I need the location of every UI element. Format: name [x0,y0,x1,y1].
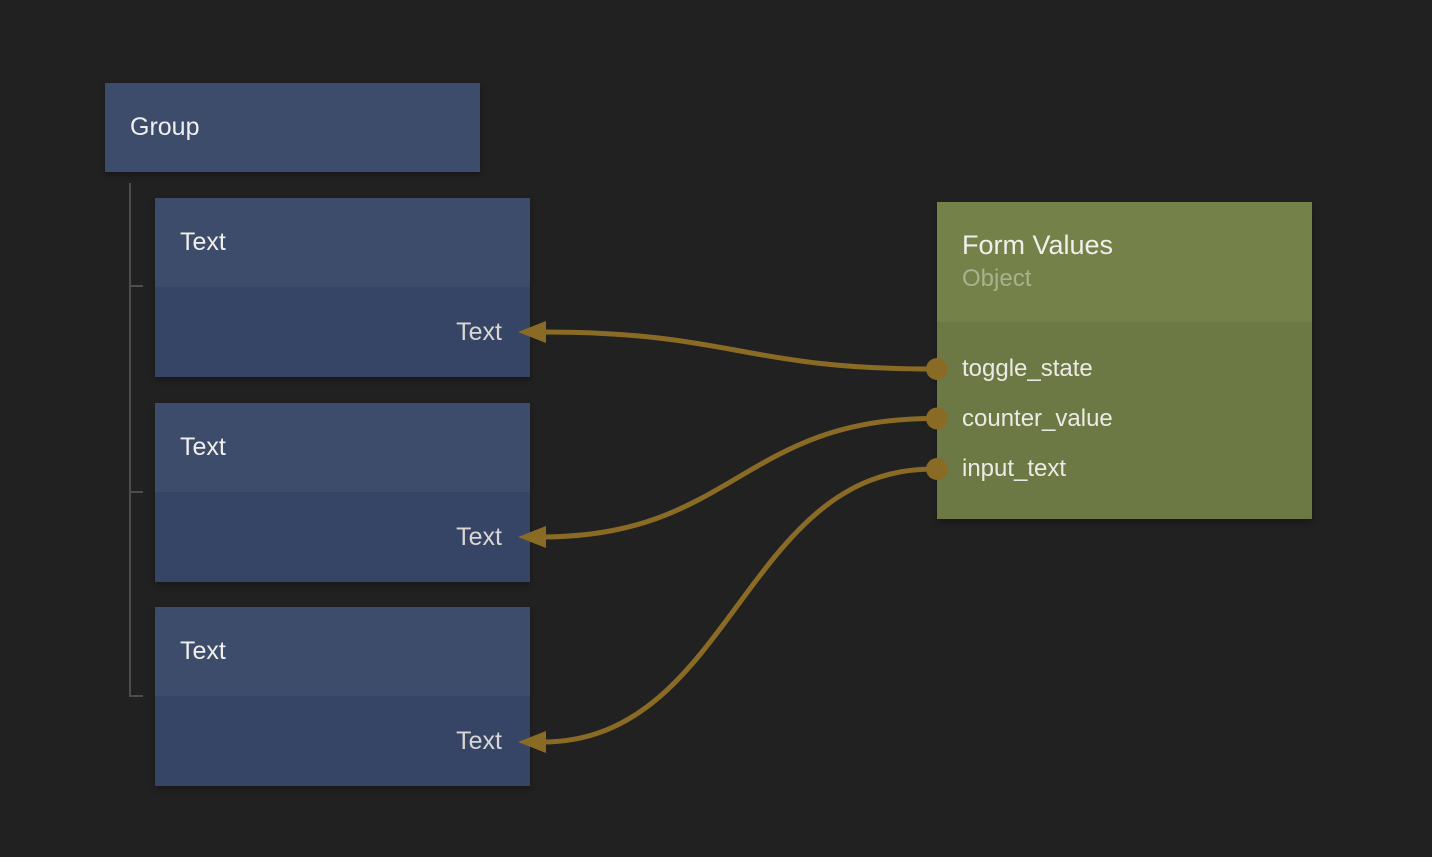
wire-toggle-state-to-text1[interactable] [541,329,934,372]
text-node-3-body[interactable]: Text [155,696,530,786]
text-node-3-header[interactable]: Text [155,607,530,696]
text-node-3-title: Text [180,637,226,665]
text-node-1[interactable]: Text Text [155,198,530,377]
output-label-input-text: input_text [962,455,1067,482]
output-row-toggle-state[interactable]: toggle_state [937,344,1312,394]
text-node-3-input-port[interactable]: Text [456,726,502,755]
text-node-2-title: Text [180,433,226,461]
form-values-node[interactable]: Form Values Object toggle_state counter_… [937,202,1312,519]
form-values-node-body: toggle_state counter_value input_text [937,322,1312,519]
group-node[interactable]: Group [105,83,480,172]
wire-counter-value-to-text2[interactable] [541,416,934,540]
form-values-node-title: Form Values [962,230,1114,260]
tree-connector-line [129,183,143,697]
text-node-3[interactable]: Text Text [155,607,530,786]
text-node-1-input-port[interactable]: Text [456,317,502,346]
output-label-toggle-state: toggle_state [962,355,1093,382]
output-row-input-text[interactable]: input_text [937,444,1312,494]
text-node-1-body[interactable]: Text [155,287,530,377]
group-node-header[interactable]: Group [105,83,480,172]
text-node-2-body[interactable]: Text [155,492,530,582]
group-node-title: Group [130,113,200,141]
text-node-2[interactable]: Text Text [155,403,530,582]
text-node-1-title: Text [180,228,226,256]
text-node-1-header[interactable]: Text [155,198,530,287]
output-label-counter-value: counter_value [962,405,1113,432]
text-node-2-header[interactable]: Text [155,403,530,492]
output-row-counter-value[interactable]: counter_value [937,394,1312,444]
form-values-node-header[interactable]: Form Values Object [937,202,1312,322]
text-node-2-input-port[interactable]: Text [456,522,502,551]
form-values-node-type: Object [962,265,1032,292]
wire-input-text-to-text3[interactable] [541,466,934,745]
